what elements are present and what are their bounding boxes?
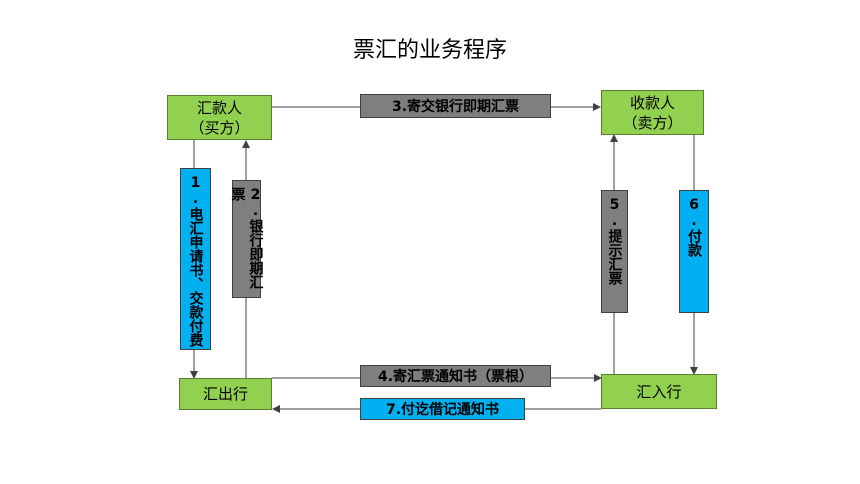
node-paying-bank: 汇入行 (601, 374, 717, 409)
payee-role: （卖方） (622, 113, 683, 132)
paying-bank-label: 汇入行 (636, 382, 682, 401)
payee-name: 收款人 (629, 93, 675, 112)
step-1-label: 1.电汇申请书、交款付费 (180, 168, 211, 350)
remitting-bank-label: 汇出行 (202, 385, 248, 403)
step-2-label: 2.银行即期汇票 (230, 180, 264, 298)
node-payee: 收款人 （卖方） (601, 90, 704, 135)
step-5-label: 5.提示汇票 (601, 190, 628, 313)
diagram-title: 票汇的业务程序 (352, 38, 507, 63)
step-7-label: 7.付讫借记通知书 (360, 398, 525, 420)
remitter-name: 汇款人 (196, 98, 242, 117)
step-3-label: 3.寄交银行即期汇票 (360, 94, 551, 118)
remitter-role: （买方） (189, 118, 250, 137)
node-remitter: 汇款人 （买方） (167, 95, 272, 140)
step-6-label: 6.付款 (679, 190, 709, 313)
node-remitting-bank: 汇出行 (179, 378, 272, 410)
step-4-label: 4.寄汇票通知书（票根） (360, 365, 551, 387)
